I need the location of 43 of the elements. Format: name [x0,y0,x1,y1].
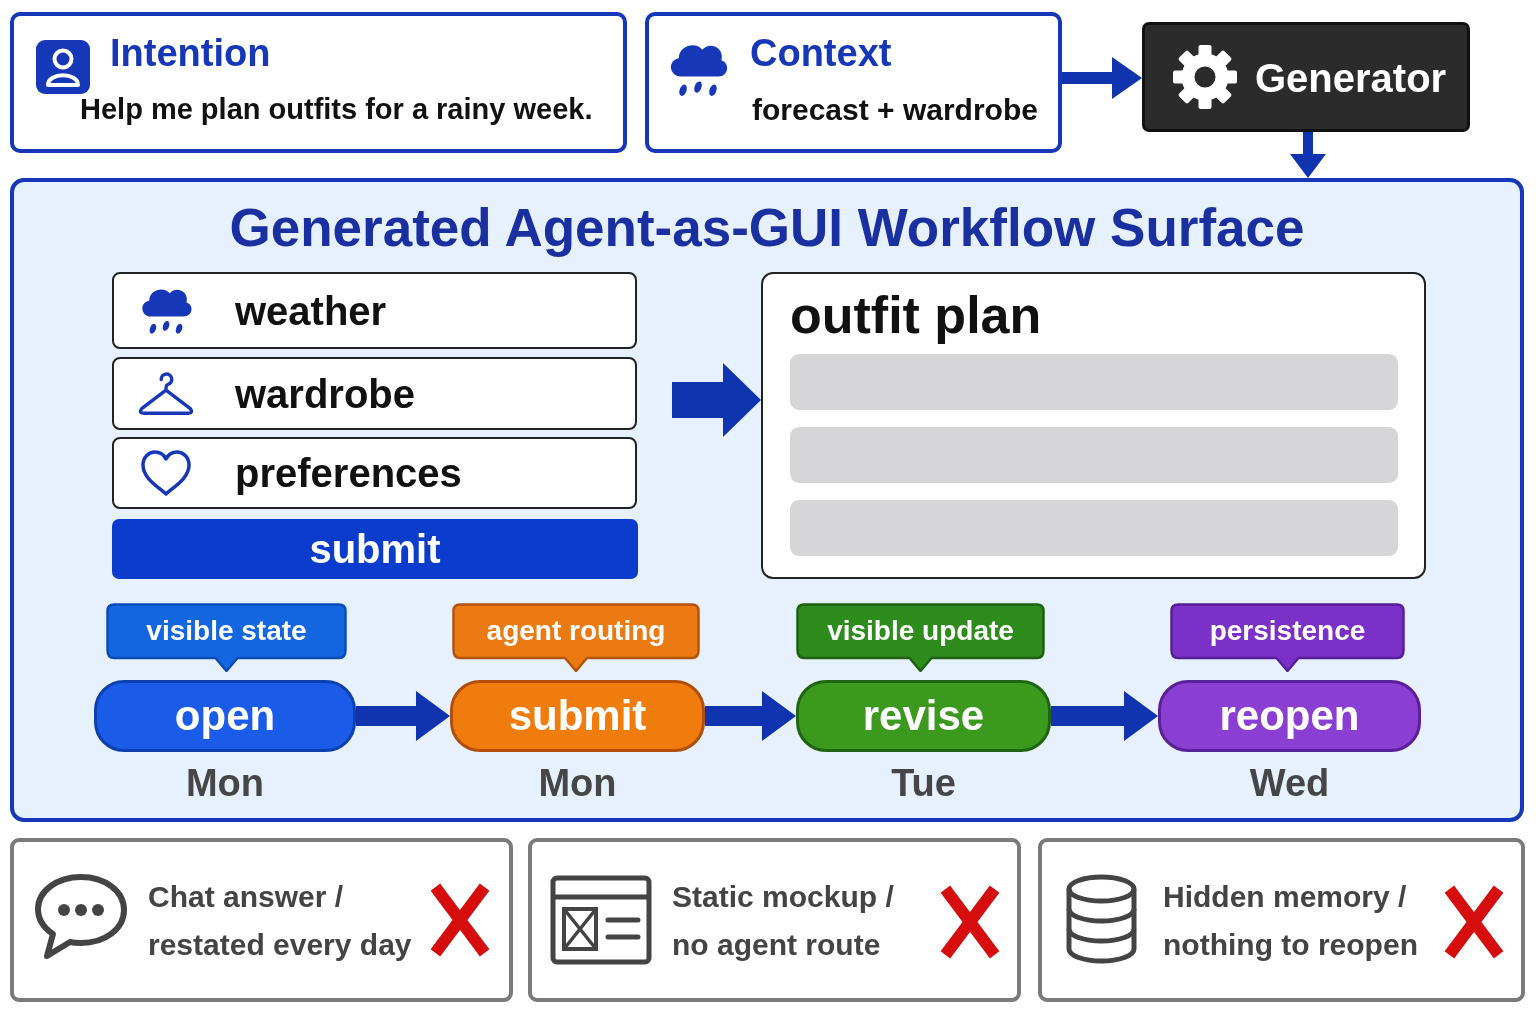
card-text: Static mockup / no agent route [672,879,895,963]
arrow [705,691,796,741]
input-field [112,437,637,509]
card-text: Chat answer / restated every day [148,879,413,963]
box-label: Generator [1255,55,1447,101]
day-label: Mon [538,762,617,806]
card-text: Help me plan outfits for a rainy week. [80,93,593,127]
info-card [10,12,627,153]
input-field [112,272,637,349]
failure-card [528,838,1021,1002]
surface-panel [10,178,1524,822]
panel-heading: outfit plan [790,286,1042,346]
day-label: Mon [185,762,265,806]
field-label: preferences [235,450,462,496]
day-label: Tue [891,762,956,806]
field-label: wardrobe [235,370,416,417]
panel-title: Generated Agent-as-GUI Workflow Surface [229,198,1305,259]
step-pill: submit [450,680,705,752]
info-card [645,12,1062,153]
generator-box [1142,22,1470,132]
card-heading: Intention [110,32,271,76]
step-pill: revise [796,680,1051,752]
callout-bubble: visible update [796,603,1045,672]
failure-card [1038,838,1525,1002]
output-panel [761,272,1426,579]
arrow [356,691,450,741]
arrow [1290,132,1326,178]
submit-button: submit [112,519,638,579]
callout-bubble: agent routing [452,603,700,672]
step-pill: reopen [1158,680,1421,752]
card-text: Hidden memory / nothing to reopen [1163,879,1419,963]
field-label: weather [235,287,387,334]
input-field [112,357,637,430]
callout-bubble: persistence [1170,603,1405,672]
card-text: forecast + wardrobe [752,93,1038,128]
day-label: Wed [1249,762,1330,806]
card-heading: Context [750,32,892,76]
arrow [1062,57,1142,99]
failure-card [10,838,513,1002]
arrow [1051,691,1158,741]
step-pill: open [94,680,356,752]
callout-bubble: visible state [106,603,347,672]
arrow [672,363,761,437]
